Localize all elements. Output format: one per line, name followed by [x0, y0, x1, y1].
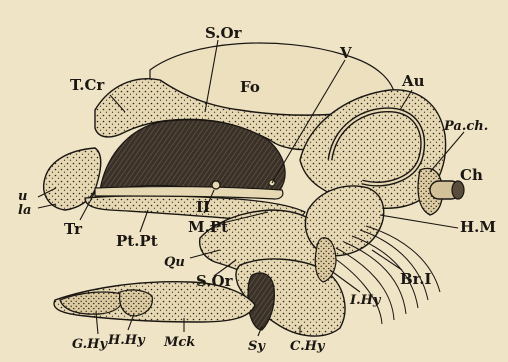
label-t-cr: T.Cr — [70, 76, 105, 94]
optic-foramen — [212, 181, 220, 189]
label-s-or: S.Or — [205, 24, 243, 42]
label-fo: Fo — [240, 78, 260, 96]
label-c-hy: C.Hy — [290, 339, 326, 354]
label-v: V — [339, 44, 352, 62]
label-i-hy: I.Hy — [349, 293, 382, 308]
label-ii: II — [196, 198, 210, 216]
label-qu: Qu — [164, 255, 185, 270]
label-h-m: H.M — [460, 218, 496, 236]
notochord — [430, 181, 464, 199]
label-u: u — [18, 189, 27, 204]
label-ch: Ch — [460, 166, 483, 184]
label-h-hy: H.Hy — [107, 333, 146, 348]
label-br-i: Br.I — [400, 270, 431, 288]
label-sy: Sy — [248, 339, 266, 354]
label-pa-ch: Pa.ch. — [443, 119, 488, 134]
label-pt-pt: Pt.Pt — [116, 232, 158, 250]
label-g-hy: G.Hy — [72, 337, 108, 352]
label-au: Au — [401, 72, 425, 90]
label-mck: Mck — [163, 335, 195, 350]
label-tr: Tr — [64, 220, 83, 238]
label-s-or-lower: S.Or — [196, 272, 234, 290]
label-la: la — [18, 203, 31, 218]
interhyal — [315, 238, 336, 282]
label-m-pt: M.Pt — [188, 218, 228, 236]
